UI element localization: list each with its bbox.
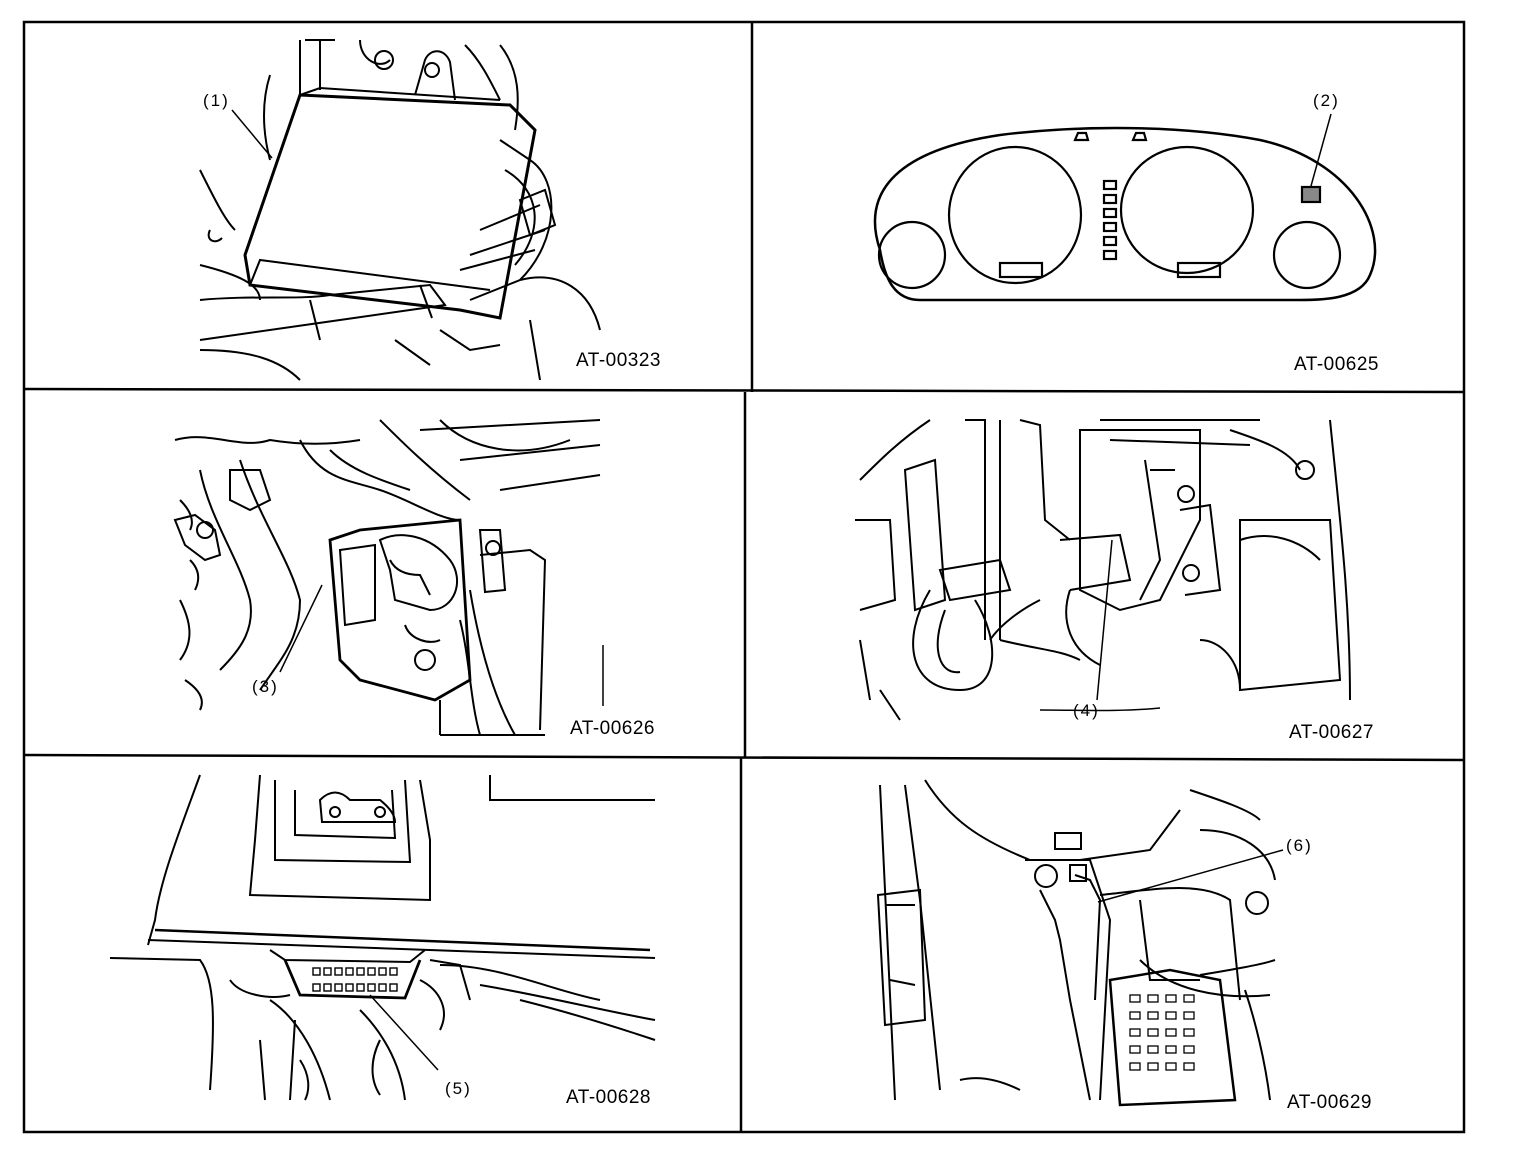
- panel-6-illustration: [876, 779, 1284, 1107]
- panel-1-code: AT-00323: [576, 350, 661, 371]
- panel-1-illustration: [199, 39, 601, 381]
- panel-3-code: AT-00626: [570, 718, 655, 739]
- panel-5-code: AT-00628: [566, 1087, 651, 1108]
- panel-4-code: AT-00627: [1289, 722, 1374, 743]
- callout-5: (5): [445, 1079, 472, 1098]
- callout-3: (3): [252, 677, 279, 696]
- panel-2-illustration: [873, 113, 1377, 302]
- callout-4: (4): [1073, 701, 1100, 720]
- panel-3-illustration: [173, 419, 604, 736]
- panel-6-code: AT-00629: [1287, 1092, 1372, 1113]
- panel-2-code: AT-00625: [1294, 354, 1379, 375]
- grid-lines: [22, 20, 1466, 1134]
- panel-4-illustration: [855, 419, 1351, 721]
- callout-2: (2): [1313, 91, 1340, 110]
- panel-5-illustration: [109, 774, 656, 1101]
- callout-1: (1): [203, 91, 230, 110]
- callout-6: (6): [1286, 836, 1313, 855]
